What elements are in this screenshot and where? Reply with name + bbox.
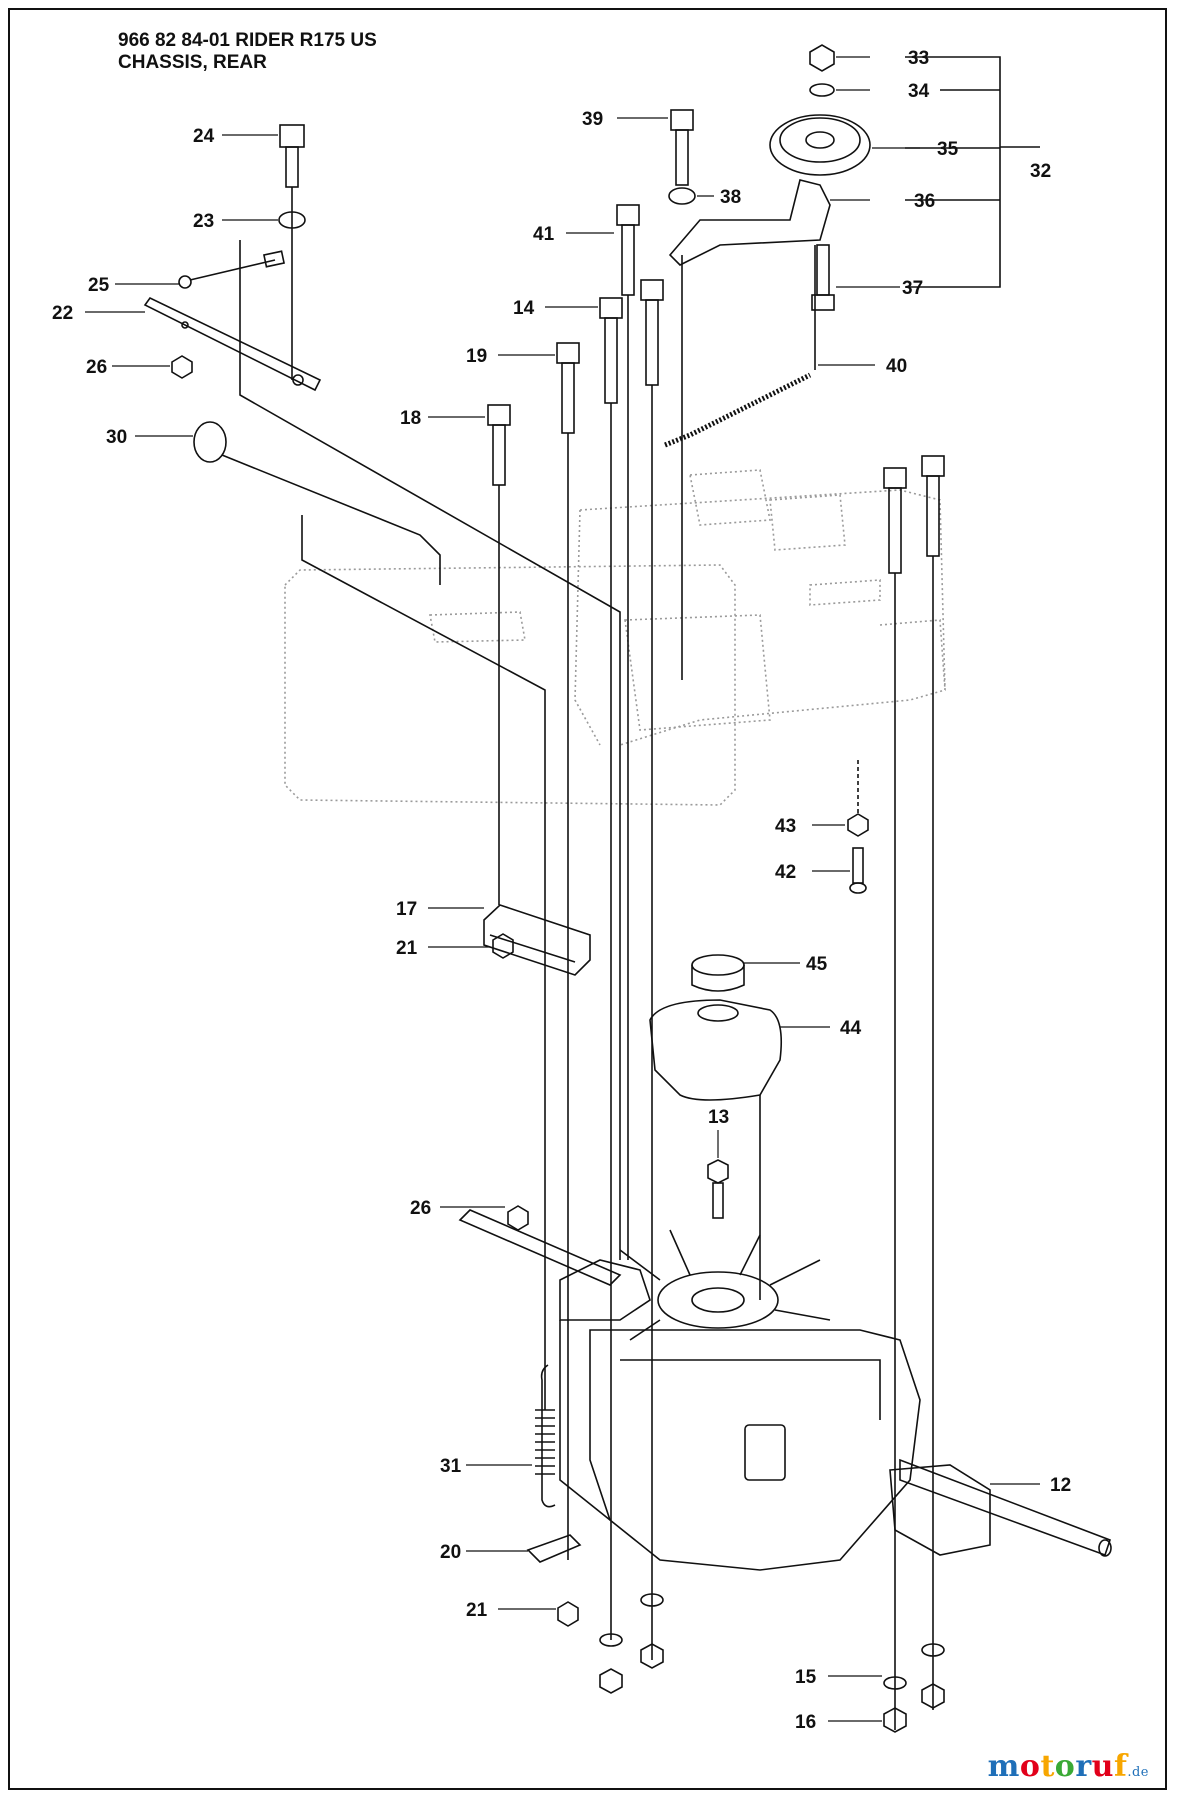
callout-12: 12 [1050,1475,1071,1496]
brand-letter: o [1054,1749,1076,1784]
callout-38: 38 [720,187,741,208]
cotter-42 [849,847,867,894]
callout-26-bottom: 26 [410,1198,431,1219]
bolt-39 [670,109,694,680]
callout-40: 40 [886,356,907,377]
callout-14: 14 [513,298,535,319]
diagram-title: 966 82 84-01 RIDER R175 US CHASSIS, REAR [118,30,377,74]
brand-letter: u [1091,1749,1114,1784]
bolt-13 [707,1159,729,1219]
washer-38 [668,187,696,205]
callout-15: 15 [795,1667,817,1688]
spacer-17 [483,904,591,976]
brand-letter: f [1113,1749,1128,1784]
callout-21-middle: 21 [396,938,418,959]
bolt-18 [487,404,511,905]
callout-26-top: 26 [86,357,107,378]
washer-bottom [599,1633,623,1647]
callout-39: 39 [582,109,603,130]
brand-suffix: .de [1127,1765,1149,1780]
nut-43 [847,813,869,837]
bracket-36 [668,179,831,266]
washer-bottom-2 [640,1593,664,1607]
model-line: 966 82 84-01 RIDER R175 US [118,30,377,51]
bolt-19 [556,342,580,1560]
spring-40 [664,372,812,448]
nut-21-bottom [557,1601,579,1627]
bolt-14 [599,297,623,1640]
callout-33: 33 [908,48,929,69]
washer-34 [809,83,835,97]
callout-21-bottom: 21 [466,1600,488,1621]
bolt-right-2 [921,455,945,1710]
bolt-37 [811,244,835,311]
watermark-logo: motoruf.de [988,1749,1149,1784]
nut-bottom [599,1668,623,1694]
bracket-20 [526,1534,582,1563]
pulley-35 [769,114,871,176]
callout-32: 32 [1030,161,1051,182]
callout-36: 36 [914,191,935,212]
cap-45 [691,954,745,992]
callout-42: 42 [775,862,796,883]
callout-16: 16 [795,1712,816,1733]
nut-right [921,1683,945,1709]
callout-labels: 33 34 35 36 37 32 39 38 41 14 19 40 24 2… [52,48,1071,1733]
callout-44: 44 [840,1018,862,1039]
nut-16 [883,1707,907,1733]
callout-18: 18 [400,408,421,429]
spacer-edge [489,934,576,963]
bolt-extra [640,279,664,1660]
nut-26-bottom [507,1205,529,1231]
group-bracket-32 [905,56,1040,288]
section-line: CHASSIS, REAR [118,52,267,73]
callout-24: 24 [193,126,215,147]
turnbuckle-25 [178,250,285,289]
brand-letter: o [1019,1749,1041,1784]
brand-letter: m [987,1749,1020,1784]
leader-lines [85,56,1040,1722]
guide-line [239,240,621,1260]
callout-17: 17 [396,899,417,920]
callout-13: 13 [708,1107,729,1128]
spring-31 [535,1364,556,1508]
callout-31: 31 [440,1456,462,1477]
callout-43: 43 [775,816,796,837]
callout-37: 37 [902,278,923,299]
nut-33 [809,44,835,72]
callout-20: 20 [440,1542,461,1563]
callout-19: 19 [466,346,487,367]
washer-15 [883,1676,907,1690]
bolt-41 [616,204,640,1260]
callout-23: 23 [193,211,214,232]
reservoir-44 [649,999,783,1300]
link-arm-22 [143,296,322,392]
diagram-border [8,8,1167,1790]
callout-30: 30 [106,427,127,448]
brand-letter: r [1075,1749,1092,1784]
nut-26-top [171,355,193,379]
washer-right [921,1643,945,1657]
callout-25: 25 [88,275,110,296]
bolt-right-1 [883,467,907,1730]
callout-22: 22 [52,303,73,324]
parts-drawing [85,44,1112,1733]
control-rod-30 [193,421,546,1410]
nut-bottom-2 [640,1643,664,1669]
callout-34: 34 [908,81,930,102]
callout-45: 45 [806,954,828,975]
callout-41: 41 [533,224,555,245]
transaxle-12 [458,1209,1112,1571]
brand-letter: t [1040,1749,1055,1784]
nut-21-middle [492,933,514,959]
callout-35: 35 [937,139,959,160]
bolt-24 [279,124,305,188]
